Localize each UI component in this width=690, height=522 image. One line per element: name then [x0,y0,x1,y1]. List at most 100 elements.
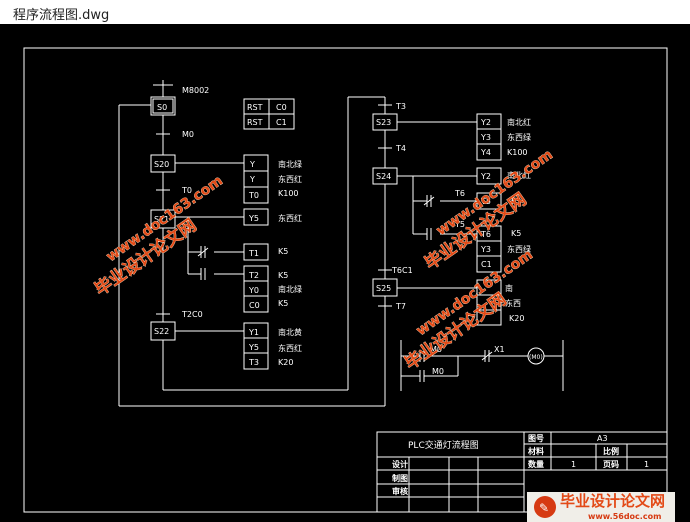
ladder-contact-3: M0 [432,367,444,376]
tb-label-qty: 数量 [528,459,544,469]
transition-m0-label: M0 [182,130,194,139]
s20-output-1: Y [249,160,255,169]
ladder-contact-1: M0 [430,345,442,354]
tb-label-material: 材料 [528,446,544,456]
s20-label-3: K100 [278,189,299,198]
step-s25-label: S25 [376,284,391,293]
s21-output: Y5 [248,214,259,223]
t2-label-2: 南北绿 [278,284,302,294]
s20-output-2: Y [249,175,255,184]
t2-output-2: Y0 [248,286,259,295]
t6-output-1: T6 [480,230,491,239]
step-box-s24 [372,167,398,185]
tb-label-drawno: 图号 [528,434,544,443]
tb-label-draw: 制图 [392,473,408,483]
s22-label-3: K20 [278,358,293,367]
s20-output-3: T0 [248,191,259,200]
transition-t7-label: T7 [395,302,406,311]
tb-value-drawno: A3 [597,434,608,443]
window-title: 程序流程图.dwg [13,8,110,23]
left-step-boxes [150,96,176,341]
svg-text:毕业设计论文网: 毕业设计论文网 [560,492,665,510]
drawing-frame [23,47,668,513]
step-box-s25 [372,278,398,297]
right-flow-lines [348,96,564,406]
step-box-s22 [150,321,176,341]
step-s24-label: S24 [376,172,391,181]
t2-output-1: T2 [248,271,259,280]
t5-output: T5 [480,197,491,206]
s22-output-1: Y1 [248,328,259,337]
s23-label-3: K100 [507,148,528,157]
transition-t4-label: T4 [395,144,406,153]
svg-text:www.56doc.com: www.56doc.com [588,512,661,521]
rst-row1-cmd: RST [247,103,263,112]
t6-output-2: Y3 [480,245,491,254]
init-condition-label: M8002 [182,86,209,95]
left-flow-lines [118,80,385,407]
step-s21-label: S21 [154,215,169,224]
cad-drawing: M8002 S0 M0 S20 T0 S21 T2C0 S22 RST C0 R… [23,47,675,522]
window-titlebar: 程序流程图.dwg [0,0,690,24]
step-s0-label: S0 [157,103,167,112]
s24-output: Y2 [480,172,491,181]
s20-label-2: 东西红 [278,174,302,184]
s25-label-1: 南 [505,283,513,293]
watermark-3: 毕业设计论文网 www.doc163.com [421,147,557,275]
transition-t6c1-label: T6C1 [391,266,413,275]
s23-output-1: Y2 [480,118,491,127]
watermark-1: 毕业设计论文网 www.doc163.com [91,173,227,301]
step-box-s0 [150,96,176,116]
title-block-frame [376,431,668,513]
t6-contact-label: T6 [454,189,465,198]
s22-label-1: 南北黄 [278,327,302,337]
step-box-s21 [150,209,176,229]
step-s23-label: S23 [376,118,391,127]
t2-label-3: K5 [278,299,288,308]
tb-label-scale: 比例 [603,446,619,456]
tb-value-qty: 1 [571,460,576,469]
watermark-2: 毕业设计论文网 www.doc163.com [401,247,537,375]
step-s22-label: S22 [154,327,169,336]
s23-label-1: 南北红 [507,117,531,127]
s20-label-1: 南北绿 [278,159,302,169]
s22-output-3: T3 [248,358,259,367]
rst-row1-arg: C0 [276,103,287,112]
step-s20-label: S20 [154,160,169,169]
ladder-coil: (M0) [529,354,543,361]
svg-text:✎: ✎ [539,501,549,515]
right-output-boxes [476,113,502,326]
t1-output: T1 [248,249,259,258]
step-box-s23 [372,113,398,131]
rst-row2-cmd: RST [247,118,263,127]
s23-output-2: Y3 [480,133,491,142]
site-logo-watermark: ✎ 毕业设计论文网 www.56doc.com [527,492,675,522]
tb-label-review: 审核 [392,486,408,496]
tb-value-pages: 1 [644,460,649,469]
s22-output-2: Y5 [248,343,259,352]
t2-label-1: K5 [278,271,288,280]
drawing-canvas[interactable]: M8002 S0 M0 S20 T0 S21 T2C0 S22 RST C0 R… [0,24,690,522]
s21-label: 东西红 [278,213,302,223]
t5-contact-label: T5 [454,220,465,229]
s25-label-3: K20 [509,314,524,323]
t2-output-3: C0 [249,301,260,310]
left-output-boxes [243,98,295,370]
t6-output-3: C1 [481,260,492,269]
tb-label-pages: 页码 [603,460,619,469]
s22-label-2: 东西红 [278,343,302,353]
ladder-contact-2: X1 [494,345,505,354]
s23-output-3: Y4 [480,148,491,157]
t5-output-label: K5 [511,197,521,206]
s24-label: 南北红 [507,170,531,180]
transition-t0-label: T0 [181,186,192,195]
step-box-s20 [150,154,176,173]
t6-label-2: 东西绿 [507,244,531,254]
s23-label-2: 东西绿 [507,132,531,142]
s25-label-2: 东西 [505,298,521,308]
transition-t3-label: T3 [395,102,406,111]
right-step-boxes [372,113,398,297]
rst-row2-arg: C1 [276,118,287,127]
t1-label: K5 [278,247,288,256]
title-block-title: PLC交通灯流程图 [408,439,479,451]
